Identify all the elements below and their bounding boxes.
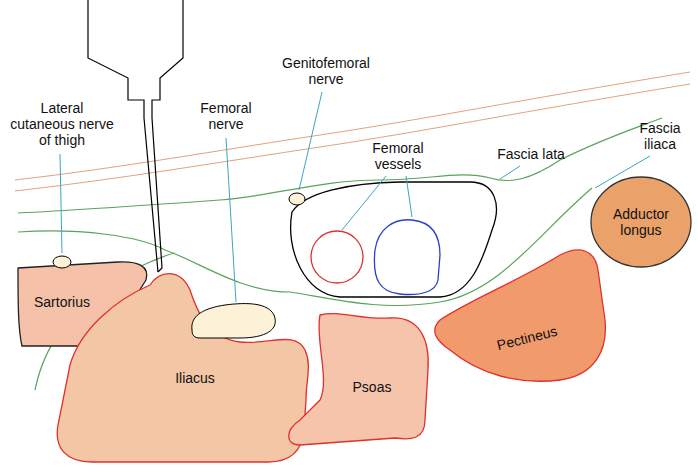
muscle-shape: Iliacus — [50, 262, 315, 465]
muscle-name: Adductor longus — [601, 206, 681, 238]
muscle-outline — [50, 262, 315, 465]
muscle-fill — [57, 274, 308, 462]
anatomy-label: Fascia lata — [486, 146, 576, 162]
muscle-shape: Psoas — [283, 310, 433, 450]
muscle-name: Iliacus — [150, 370, 240, 386]
leader-lines — [60, 92, 650, 302]
skin-lines — [15, 72, 690, 191]
anatomy-label: Femoral vessels — [367, 140, 429, 172]
muscle-fill — [435, 250, 606, 381]
femoral-nerve — [192, 304, 275, 338]
anatomy-label: Femoral nerve — [195, 100, 257, 132]
anatomy-label: Lateral cutaneous nerve of thigh — [10, 100, 115, 148]
muscle-outline — [430, 243, 610, 388]
vessel-sheath — [291, 182, 497, 297]
muscle-shape: Pectineus — [430, 243, 610, 388]
needle — [88, 0, 183, 272]
lateral-cutaneous-nerve — [53, 256, 71, 268]
anatomy-label: Fascia iliaca — [630, 120, 690, 152]
genitofemoral-nerve — [289, 193, 305, 205]
muscle-shape: Adductor longus — [588, 174, 694, 270]
femoral-artery — [311, 231, 363, 283]
muscle-name: Sartorius — [17, 294, 107, 310]
muscle-name: Psoas — [332, 379, 412, 395]
muscle-fill — [591, 177, 691, 267]
femoral-vein — [374, 220, 440, 295]
muscle-fill — [289, 314, 428, 445]
anatomy-label: Genitofemoral nerve — [276, 55, 376, 87]
